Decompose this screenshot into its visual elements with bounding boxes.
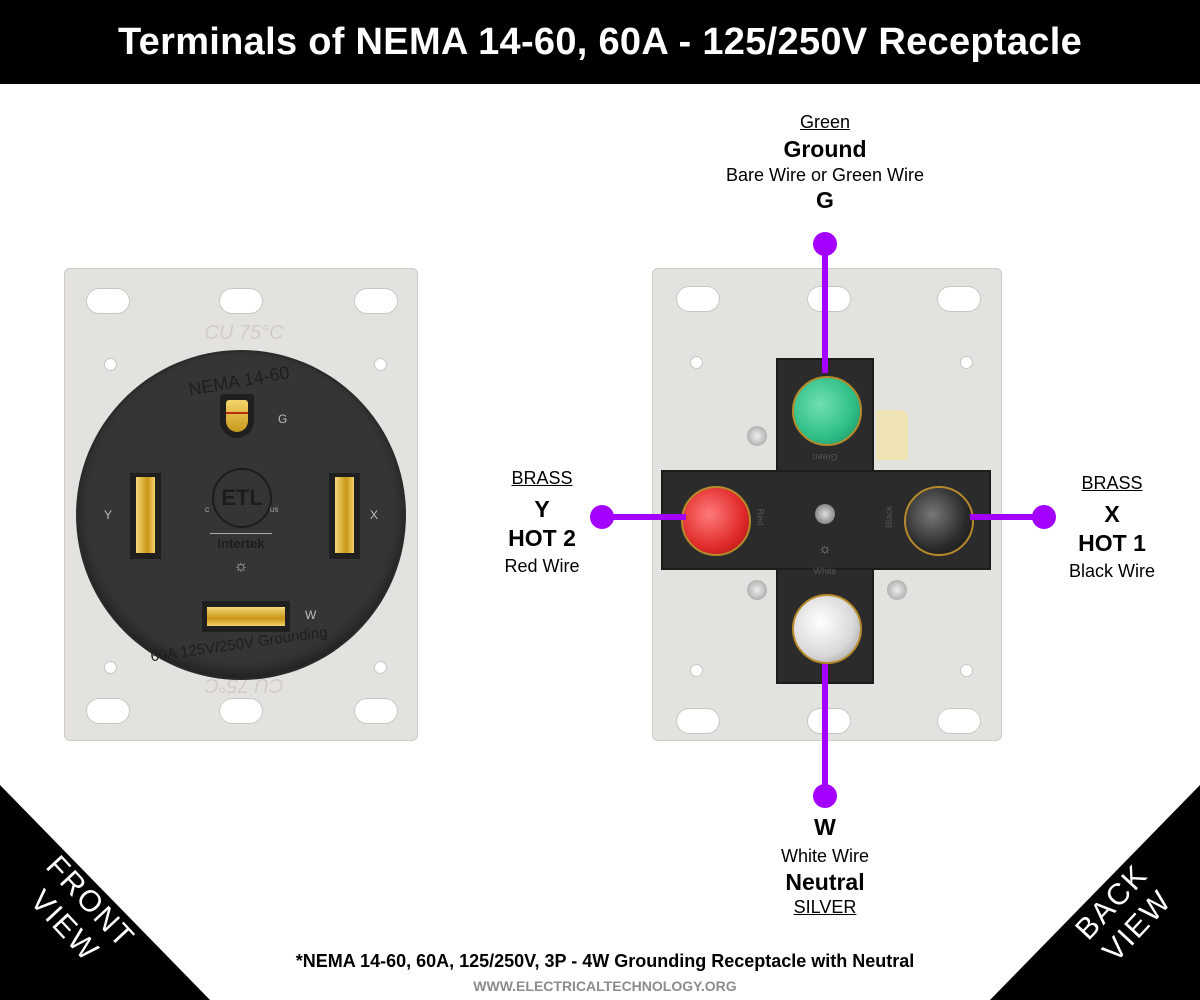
embossed-white: White [813,566,837,576]
mounting-slot [219,698,263,724]
hot1-terminal-screw [904,486,974,556]
hot2-wire-marker [602,514,686,520]
hot2-function: HOT 2 [508,525,576,552]
ground-material: Green [799,112,851,132]
embossed-green: Green [812,452,838,462]
mounting-slot [937,708,981,734]
front-view-receptacle: CU 75°C CU 75°C NEMA 14-60 G Y X ETL C U… [64,268,418,741]
cert-us: US [270,508,279,514]
slot-label-x: X [370,508,379,522]
ground-terminal-label: Green Ground Bare Wire or Green Wire G [700,112,950,214]
ground-terminal-screw [792,376,862,446]
neutral-terminal-label: W White Wire Neutral SILVER [720,814,930,918]
embossed-black: Black [884,505,895,529]
light-bulb-icon: ☼ [233,558,249,575]
center-rivet [815,504,835,524]
screw-hole [104,358,117,371]
ground-wire-marker [822,243,828,373]
hot1-wire: Black Wire [1068,560,1155,581]
ground-letter: G [816,186,834,213]
ground-function: Ground [783,135,867,162]
mounting-slot [937,286,981,312]
cert-divider [210,533,272,534]
slot-label-y: Y [104,508,113,522]
plate-rating-top: CU 75°C [204,322,284,344]
screw-hole [374,358,387,371]
hot1-wire-dot [1032,505,1056,529]
mounting-slot [807,708,851,734]
hot2-terminal-label: BRASS Y HOT 2 Red Wire [480,468,604,577]
screw-hole [960,664,973,677]
back-view-corner [990,785,1200,1000]
screw-hole [690,356,703,369]
mounting-screw [747,426,767,446]
screw-hole [374,661,387,674]
hot2-material: BRASS [511,468,573,488]
neutral-material: SILVER [793,896,857,917]
hot2-wire-dot [590,505,614,529]
ground-slot [220,394,254,438]
neutral-wire-dot [813,784,837,808]
slot-label-g: G [278,412,288,426]
mounting-slot [676,708,720,734]
mounting-slot [219,288,263,314]
ground-wire: Bare Wire or Green Wire [725,165,925,186]
ground-wire-dot [813,232,837,256]
mounting-slot [807,286,851,312]
mounting-slot [354,288,398,314]
neutral-wire-marker [822,664,828,798]
page-title: Terminals of NEMA 14-60, 60A - 125/250V … [117,20,1083,63]
screw-hole [690,664,703,677]
neutral-function: Neutral [785,869,865,896]
website-url: WWW.ELECTRICALTECHNOLOGY.ORG [473,978,737,994]
hot-slot-y [130,473,161,559]
intertek-text: Intertek [217,536,265,551]
title-bar: Terminals of NEMA 14-60, 60A - 125/250V … [0,0,1200,84]
hot1-letter: X [1104,500,1120,527]
hot2-wire: Red Wire [504,555,580,576]
mounting-screw [887,580,907,600]
front-view-corner [0,785,210,1000]
etl-text: ETL [221,485,263,510]
hot2-terminal-screw [681,486,751,556]
mounting-slot [86,698,130,724]
neutral-slot-w [202,601,290,632]
mounting-screw [747,580,767,600]
mounting-slot [86,288,130,314]
screw-hole [104,661,117,674]
hot1-wire-marker [970,514,1044,520]
hot1-material: BRASS [1081,473,1143,493]
footnote: *NEMA 14-60, 60A, 125/250V, 3P - 4W Grou… [295,951,915,971]
hot1-terminal-label: BRASS X HOT 1 Black Wire [1052,473,1172,582]
neutral-terminal-screw [792,594,862,664]
hot-slot-x [329,473,360,559]
cert-c: C [205,508,210,514]
mounting-slot [676,286,720,312]
slot-label-w: W [305,608,317,622]
screw-hole [960,356,973,369]
mounting-slot [354,698,398,724]
hot1-function: HOT 1 [1078,530,1146,557]
ground-strap-tab [876,410,908,460]
neutral-wire: White Wire [780,845,869,866]
embossed-red: Red [755,508,766,526]
hot2-letter: Y [534,495,550,522]
etl-cert-mark: ETL [212,468,272,528]
light-bulb-icon: ☼ [818,540,832,556]
neutral-letter: W [814,814,836,840]
